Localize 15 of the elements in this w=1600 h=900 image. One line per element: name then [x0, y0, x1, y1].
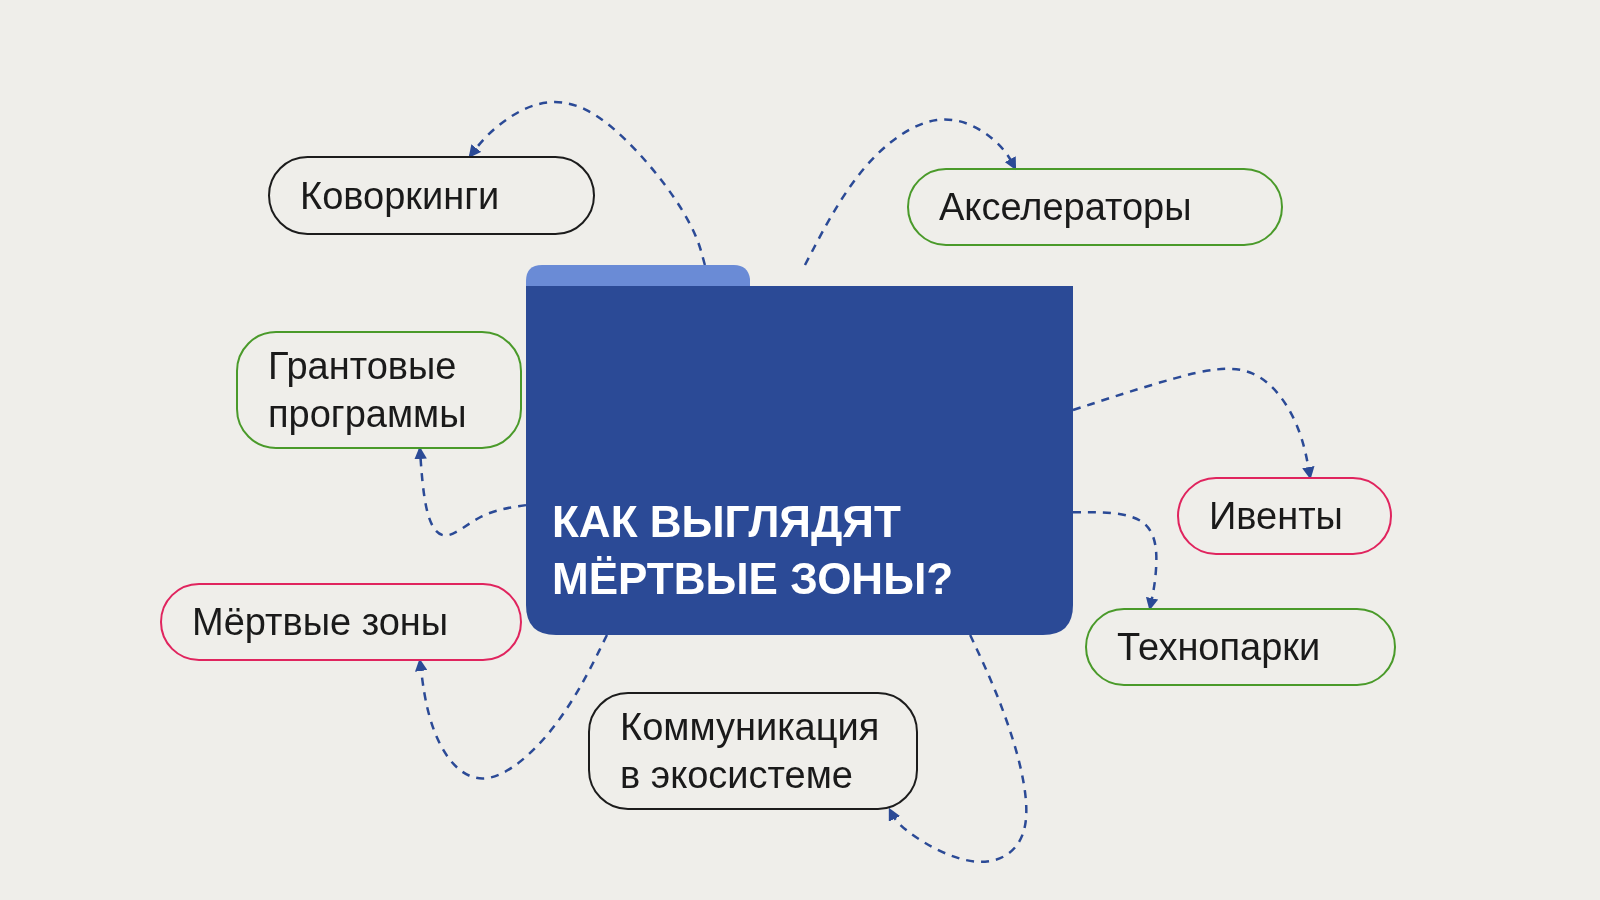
dashed-arrow [415, 634, 609, 780]
topic-bubble: Мёртвые зоны [160, 583, 522, 661]
topic-bubble: Коммуникация в экосистеме [588, 692, 918, 810]
topic-bubble: Коворкинги [268, 156, 595, 235]
heading-text: КАК ВЫГЛЯДЯТ МЁРТВЫЕ ЗОНЫ? [552, 496, 955, 605]
dashed-arrow [414, 446, 527, 537]
dashed-arrow [1072, 367, 1315, 480]
dashed-arrow [888, 634, 1028, 864]
topic-bubble: Акселераторы [907, 168, 1283, 246]
dashed-arrow [468, 100, 707, 266]
dashed-arrow [1073, 510, 1159, 611]
topic-bubble: Ивенты [1177, 477, 1392, 555]
dashed-arrow [803, 118, 1017, 266]
topic-bubble: Грантовые программы [236, 331, 522, 449]
topic-bubble: Технопарки [1085, 608, 1396, 686]
